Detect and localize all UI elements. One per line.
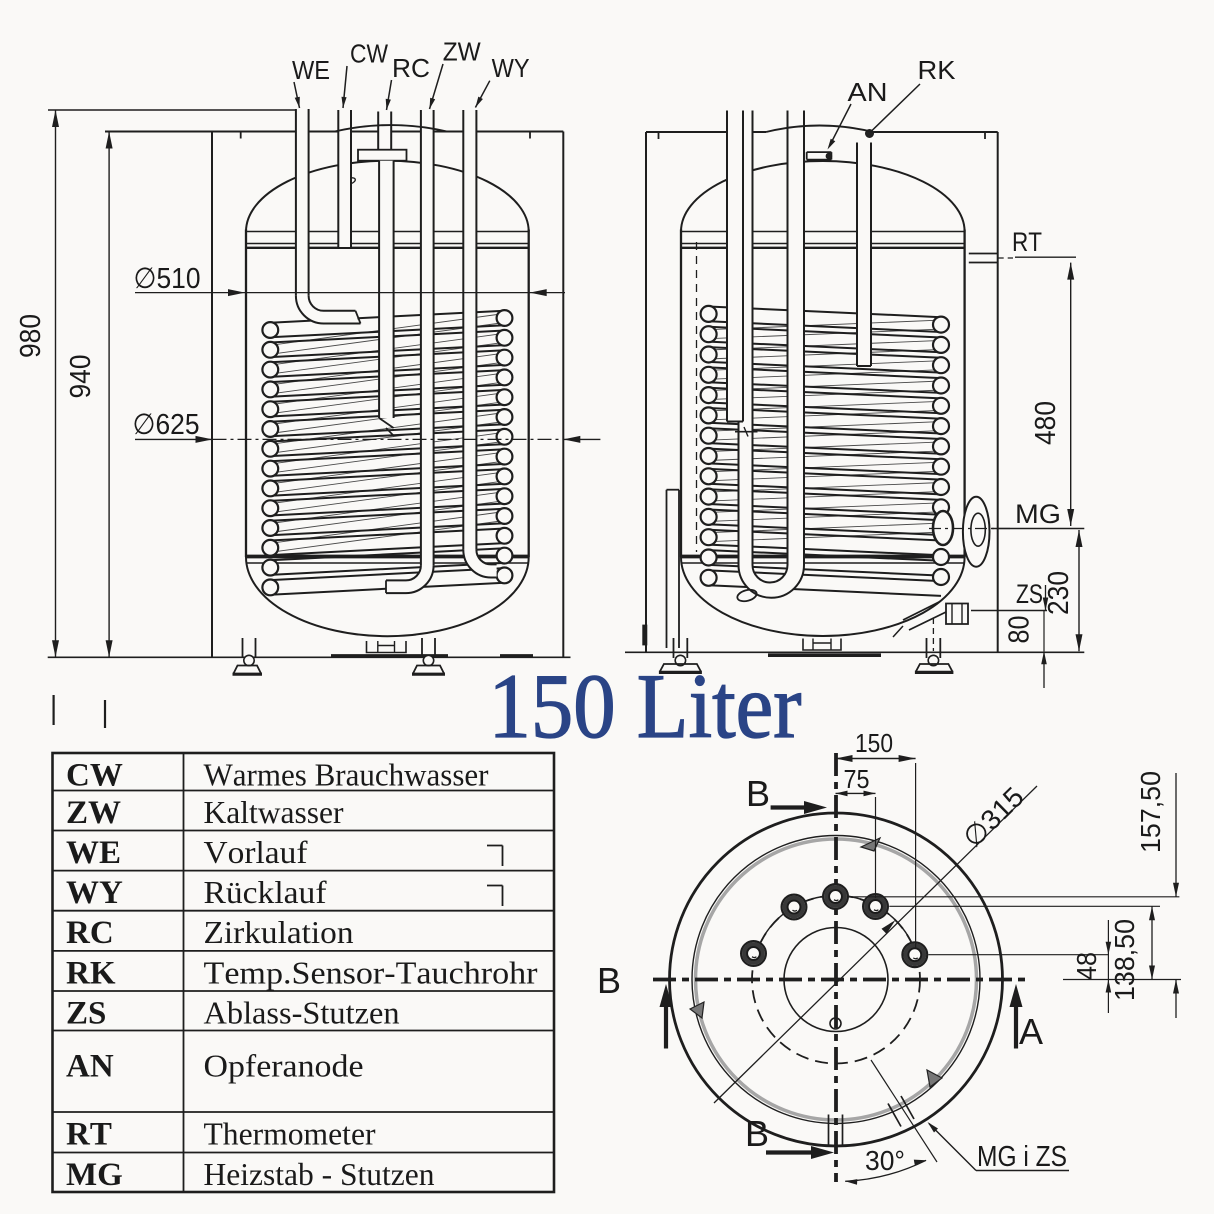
- svg-text:Ablass-Stutzen: Ablass-Stutzen: [204, 995, 400, 1031]
- svg-text:157,50: 157,50: [1135, 771, 1166, 853]
- svg-text:AN: AN: [848, 77, 888, 107]
- svg-text:150: 150: [855, 728, 893, 758]
- svg-text:WE: WE: [66, 835, 121, 871]
- svg-text:150 Liter: 150 Liter: [489, 655, 802, 757]
- svg-text:Temp.Sensor-Tauchrohr: Temp.Sensor-Tauchrohr: [204, 954, 538, 990]
- svg-text:RT: RT: [1012, 227, 1042, 257]
- svg-text:Zirkulation: Zirkulation: [204, 914, 354, 950]
- svg-text:WY: WY: [66, 875, 123, 911]
- svg-text:980: 980: [15, 314, 47, 358]
- svg-text:MG: MG: [66, 1157, 123, 1193]
- svg-text:MG: MG: [1015, 499, 1061, 529]
- svg-text:CW: CW: [350, 39, 388, 69]
- svg-text:230: 230: [1043, 571, 1075, 615]
- svg-text:WY: WY: [492, 53, 530, 83]
- svg-text:B: B: [746, 773, 770, 814]
- svg-text:RK: RK: [918, 55, 957, 85]
- svg-text:Thermometer: Thermometer: [204, 1116, 376, 1152]
- svg-text:ZW: ZW: [443, 37, 481, 67]
- svg-text:ZW: ZW: [66, 795, 121, 831]
- svg-text:480: 480: [1030, 401, 1062, 445]
- svg-text:Rücklauf: Rücklauf: [204, 874, 327, 910]
- svg-text:B: B: [597, 960, 621, 1001]
- svg-text:∅625: ∅625: [133, 409, 200, 441]
- svg-text:MG i ZS: MG i ZS: [977, 1141, 1067, 1173]
- svg-text:B: B: [745, 1113, 769, 1154]
- svg-text:CW: CW: [66, 758, 123, 794]
- svg-text:Vorlauf: Vorlauf: [204, 834, 308, 870]
- svg-text:Warmes Brauchwasser: Warmes Brauchwasser: [204, 757, 489, 793]
- svg-text:30°: 30°: [865, 1145, 905, 1176]
- svg-text:RC: RC: [392, 53, 430, 83]
- svg-text:138,50: 138,50: [1109, 919, 1140, 1001]
- svg-text:940: 940: [65, 355, 97, 399]
- svg-text:75: 75: [844, 764, 870, 794]
- svg-text:AN: AN: [66, 1049, 114, 1085]
- svg-text:RC: RC: [66, 915, 114, 951]
- svg-text:Kaltwasser: Kaltwasser: [204, 794, 344, 830]
- svg-text:ZS: ZS: [1016, 579, 1043, 609]
- svg-text:ZS: ZS: [66, 996, 106, 1032]
- svg-text:RT: RT: [66, 1117, 112, 1153]
- svg-text:Opferanode: Opferanode: [204, 1048, 364, 1084]
- svg-text:Heizstab - Stutzen: Heizstab - Stutzen: [204, 1156, 435, 1192]
- svg-text:WE: WE: [292, 55, 330, 85]
- svg-text:RK: RK: [66, 955, 116, 991]
- svg-text:80: 80: [1004, 616, 1036, 644]
- svg-text:∅510: ∅510: [134, 263, 201, 295]
- svg-text:A: A: [1019, 1011, 1043, 1052]
- svg-text:48: 48: [1071, 952, 1102, 980]
